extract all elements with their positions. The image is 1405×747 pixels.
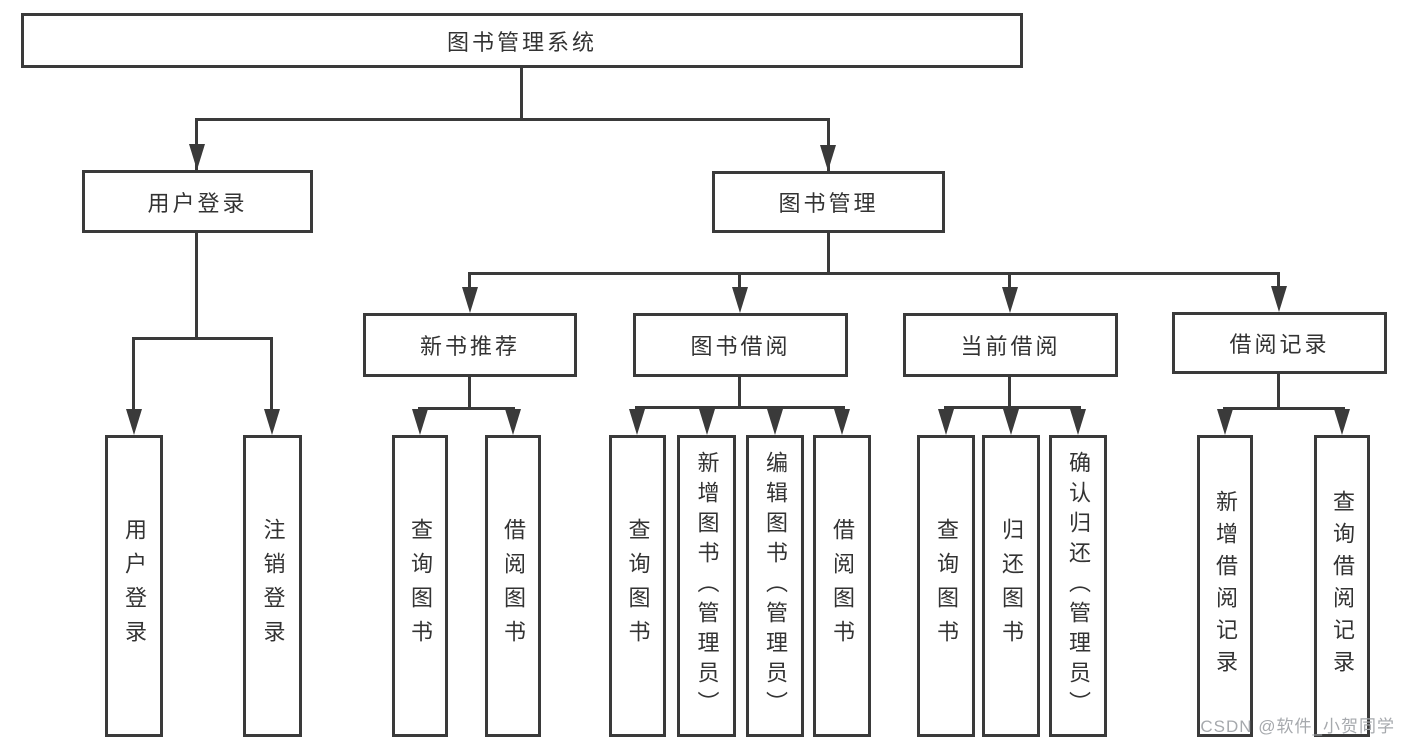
leaf-bb-borrow-books: 借阅图书 (813, 435, 871, 737)
node-borrow-records-label: 借阅记录 (1229, 332, 1330, 357)
leaf-nb-query-books-label: 查询图书 (408, 518, 433, 654)
node-borrow-records: 借阅记录 (1172, 312, 1387, 374)
leaf-bb-query-books-label: 查询图书 (625, 518, 651, 654)
arrowhead-down-icon (834, 409, 850, 435)
leaf-br-query-borrow-record-label: 查询借阅记录 (1330, 490, 1355, 682)
leaf-bb-add-books-admin: 新增图书（管理员） (677, 435, 736, 737)
arrowhead-down-icon (189, 144, 205, 170)
leaf-bb-borrow-books-label: 借阅图书 (830, 518, 855, 654)
connector-level2-hline (195, 118, 830, 121)
connector-root-stem (520, 68, 523, 118)
leaf-bb-edit-books-admin-label: 编辑图书（管理员） (763, 451, 788, 721)
connector-book-management-stem (827, 233, 830, 272)
arrowhead-down-icon (699, 409, 715, 435)
connector-user-login-hline (132, 337, 273, 340)
connector-drop (132, 337, 135, 411)
leaf-br-add-borrow-record-label: 新增借阅记录 (1213, 490, 1238, 682)
arrowhead-down-icon (1003, 409, 1019, 435)
node-root: 图书管理系统 (21, 13, 1023, 68)
node-user-login-label: 用户登录 (147, 190, 248, 216)
arrowhead-down-icon (629, 409, 645, 435)
leaf-nb-borrow-books-label: 借阅图书 (501, 518, 526, 654)
node-book-management: 图书管理 (712, 171, 945, 233)
leaf-user-login-label: 用户登录 (122, 518, 147, 654)
leaf-br-query-borrow-record: 查询借阅记录 (1314, 435, 1370, 737)
arrowhead-down-icon (264, 409, 280, 435)
connector-book-borrow-hline (635, 406, 845, 409)
node-root-label: 图书管理系统 (446, 29, 597, 55)
arrowhead-down-icon (732, 287, 748, 313)
arrowhead-down-icon (462, 287, 478, 313)
leaf-cb-query-books: 查询图书 (917, 435, 975, 737)
leaf-bb-query-books: 查询图书 (609, 435, 666, 737)
node-new-book-recommendation-label: 新书推荐 (419, 334, 520, 359)
leaf-logout-login-label: 注销登录 (260, 518, 286, 654)
leaf-bb-edit-books-admin: 编辑图书（管理员） (746, 435, 804, 737)
leaf-cb-return-books: 归还图书 (982, 435, 1040, 737)
leaf-cb-confirm-return-admin: 确认归还（管理员） (1049, 435, 1107, 737)
arrowhead-down-icon (126, 409, 142, 435)
connector-book-management-drop (827, 118, 830, 171)
leaf-nb-borrow-books: 借阅图书 (485, 435, 541, 737)
connector-current-borrow-hline (944, 406, 1081, 409)
connector-drop (468, 272, 471, 288)
connector-borrow-records-stem (1277, 374, 1280, 407)
connector-user-login-stem (195, 233, 198, 337)
watermark-text: CSDN @软件_小贺同学 (1200, 717, 1395, 736)
arrowhead-down-icon (1002, 287, 1018, 313)
leaf-cb-return-books-label: 归还图书 (999, 518, 1024, 654)
leaf-cb-query-books-label: 查询图书 (934, 518, 959, 654)
arrowhead-down-icon (505, 409, 521, 435)
arrowhead-down-icon (820, 145, 836, 171)
connector-borrow-records-hline (1223, 407, 1345, 410)
leaf-br-add-borrow-record: 新增借阅记录 (1197, 435, 1253, 737)
node-current-borrow: 当前借阅 (903, 313, 1118, 377)
node-user-login: 用户登录 (82, 170, 313, 233)
connector-drop (1008, 272, 1011, 288)
leaf-bb-add-books-admin-label: 新增图书（管理员） (694, 451, 720, 721)
connector-current-borrow-stem (1008, 377, 1011, 406)
arrowhead-down-icon (1070, 409, 1086, 435)
arrowhead-down-icon (938, 409, 954, 435)
connector-new-book-stem (468, 377, 471, 407)
node-book-borrow-label: 图书借阅 (690, 334, 791, 359)
arrowhead-down-icon (1271, 286, 1287, 312)
leaf-user-login: 用户登录 (105, 435, 163, 737)
connector-new-book-hline (418, 407, 515, 410)
leaf-nb-query-books: 查询图书 (392, 435, 448, 737)
node-book-management-label: 图书管理 (778, 191, 879, 216)
node-new-book-recommendation: 新书推荐 (363, 313, 577, 377)
connector-level3-hline (468, 272, 1280, 275)
connector-drop (1277, 272, 1280, 287)
node-book-borrow: 图书借阅 (633, 313, 848, 377)
connector-drop (738, 272, 741, 288)
arrowhead-down-icon (767, 409, 783, 435)
connector-book-borrow-stem (738, 377, 741, 406)
node-current-borrow-label: 当前借阅 (960, 334, 1061, 359)
arrowhead-down-icon (1217, 409, 1233, 435)
connector-drop (270, 337, 273, 411)
arrowhead-down-icon (1334, 409, 1350, 435)
arrowhead-down-icon (412, 409, 428, 435)
leaf-cb-confirm-return-admin-label: 确认归还（管理员） (1066, 451, 1091, 721)
leaf-logout-login: 注销登录 (243, 435, 302, 737)
